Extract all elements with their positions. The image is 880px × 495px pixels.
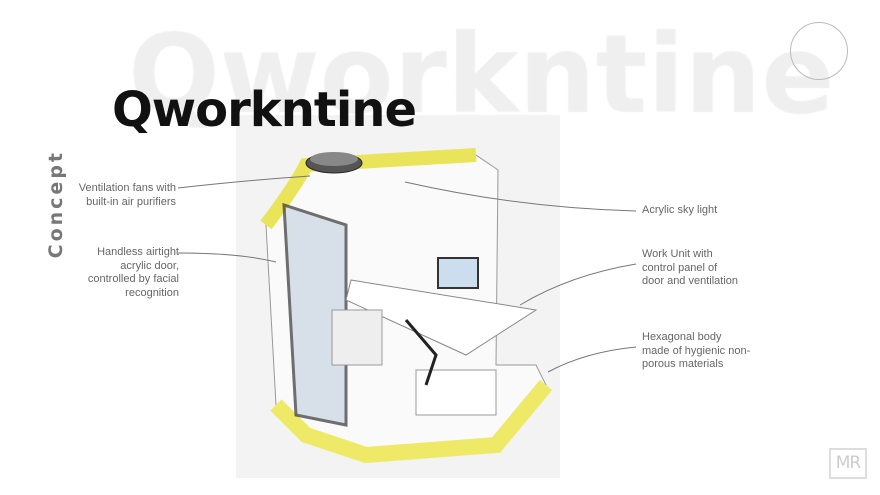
page-title: Qworkntine (112, 82, 417, 138)
callout-ventilation: Ventilation fans with built-in air purif… (78, 182, 176, 208)
logo: MR (829, 448, 867, 479)
callout-door: Handless airtight acrylic door, controll… (87, 246, 179, 299)
pod-illustration (236, 115, 560, 478)
callout-body: Hexagonal body made of hygienic non-poro… (642, 331, 751, 370)
decorative-circle (790, 22, 848, 80)
callout-work-unit: Work Unit with control panel of door and… (642, 248, 739, 287)
callout-skylight: Acrylic sky light (642, 204, 718, 216)
